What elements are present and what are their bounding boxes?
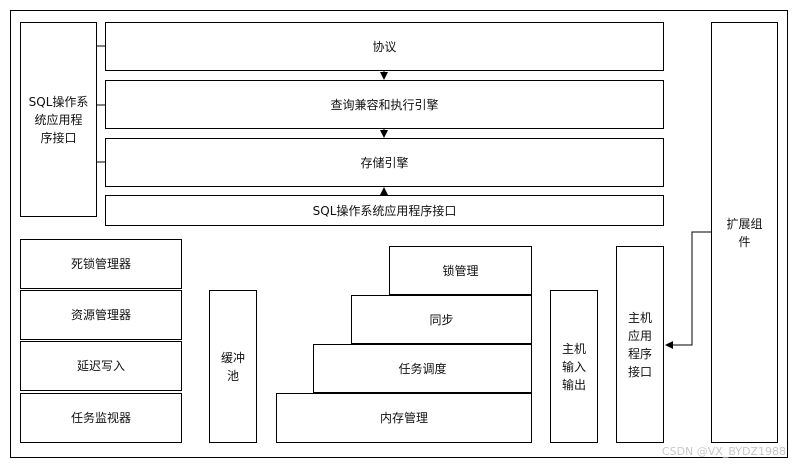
buffer-pool-label: 缓冲 池 — [220, 350, 245, 383]
extension-component-label: 扩展组 件 — [726, 216, 763, 249]
memory-management-label: 内存管理 — [379, 411, 428, 425]
storage-engine-label: 存储引擎 — [360, 155, 409, 170]
task-scheduling-box: 任务调度 — [313, 344, 532, 393]
storage-engine-layer: 存储引擎 — [105, 138, 664, 187]
host-io-box: 主机 输入 输出 — [550, 290, 598, 443]
synchronization-label: 同步 — [429, 312, 454, 327]
arrow-extension-to-host-api — [665, 231, 711, 349]
query-engine-label: 查询兼容和执行引擎 — [330, 97, 439, 112]
lock-manager-box: 锁管理 — [389, 246, 532, 295]
sql-os-api-layer-label: SQL操作系统应用程序接口 — [312, 203, 457, 218]
host-api-label: 主机 应用 程序 接口 — [627, 310, 652, 379]
resource-manager-label: 资源管理器 — [70, 308, 131, 322]
task-scheduling-label: 任务调度 — [398, 361, 447, 376]
protocol-layer: 协议 — [105, 22, 664, 71]
synchronization-box: 同步 — [351, 295, 532, 344]
diagram-frame — [10, 10, 788, 458]
lock-manager-label: 锁管理 — [442, 263, 479, 278]
memory-management-box: 内存管理 — [276, 393, 532, 443]
protocol-label: 协议 — [372, 39, 397, 54]
deadlock-manager-box: 死锁管理器 — [20, 239, 182, 289]
extension-component-box: 扩展组 件 — [711, 22, 778, 443]
deadlock-manager-label: 死锁管理器 — [70, 257, 131, 271]
query-engine-layer: 查询兼容和执行引擎 — [105, 80, 664, 129]
buffer-pool-box: 缓冲 池 — [209, 290, 257, 443]
watermark: CSDN @VX_BYDZ1988 — [661, 445, 786, 458]
lazy-write-label: 延迟写入 — [76, 359, 125, 373]
sql-os-api-layer: SQL操作系统应用程序接口 — [105, 195, 664, 226]
task-monitor-label: 任务监视器 — [70, 411, 131, 425]
sql-os-api-left-box: SQL操作系 统应用程 序接口 — [20, 22, 97, 217]
host-api-box: 主机 应用 程序 接口 — [616, 246, 664, 443]
resource-manager-box: 资源管理器 — [20, 290, 182, 340]
lazy-write-box: 延迟写入 — [20, 341, 182, 391]
task-monitor-box: 任务监视器 — [20, 393, 182, 443]
host-io-label: 主机 输入 输出 — [561, 341, 586, 392]
sql-os-api-left-label: SQL操作系 统应用程 序接口 — [28, 94, 89, 145]
